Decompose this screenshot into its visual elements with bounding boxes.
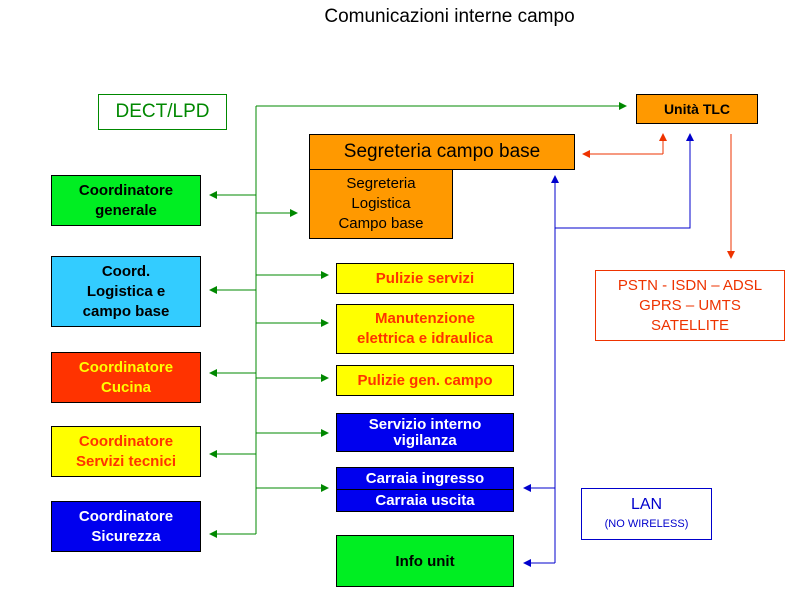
coordinator-label-line: Cucina xyxy=(100,378,151,396)
dect-lpd-box: DECT/LPD xyxy=(98,94,227,130)
unita-tlc-box: Unità TLC xyxy=(636,94,758,124)
coordinatore-cucina-box: Coordinatore Cucina xyxy=(51,352,201,403)
pulizie-servizi-box: Pulizie servizi xyxy=(336,263,514,294)
coordinator-label-line: Coordinatore xyxy=(78,358,174,376)
segreteria-sub-line: Logistica xyxy=(351,195,411,212)
vigilanza-label-line: Servizio interno xyxy=(368,415,482,433)
segreteria-sub-line: Segreteria xyxy=(346,175,416,192)
coordinator-label-line: generale xyxy=(95,201,157,219)
segreteria-campo-base-label: Segreteria campo base xyxy=(343,141,541,162)
lan-label: LAN xyxy=(630,496,663,513)
external-network-line: SATELLITE xyxy=(650,316,730,334)
manutenzione-label-line: elettrica e idraulica xyxy=(357,330,493,347)
pulizie-servizi-label: Pulizie servizi xyxy=(375,270,475,287)
coordinator-label-line: Coordinatore xyxy=(78,507,174,525)
blue-link-to-unita-tlc xyxy=(554,133,694,563)
segreteria-campo-base-box: Segreteria campo base xyxy=(309,134,575,170)
coordinator-label-line: Logistica e xyxy=(86,282,166,300)
diagram-title: Comunicazioni interne campo xyxy=(324,6,575,27)
coordinatore-servizi-tecnici-box: Coordinatore Servizi tecnici xyxy=(51,426,201,477)
carraia-uscita-box: Carraia uscita xyxy=(336,489,514,512)
info-unit-label: Info unit xyxy=(395,552,455,570)
servizio-vigilanza-box: Servizio interno vigilanza xyxy=(336,413,514,452)
coordinatore-generale-box: Coordinatore generale xyxy=(51,175,201,226)
coordinator-label-line: campo base xyxy=(82,302,170,320)
carraia-ingresso-label: Carraia ingresso xyxy=(365,470,485,487)
coord-logistica-box: Coord. Logistica e campo base xyxy=(51,256,201,327)
carraia-ingresso-box: Carraia ingresso xyxy=(336,467,514,490)
coordinator-label-line: Coordinatore xyxy=(78,181,174,199)
coordinator-label-line: Coordinatore xyxy=(78,432,174,450)
lan-note: (NO WIRELESS) xyxy=(604,518,689,530)
external-network-line: GPRS – UMTS xyxy=(639,296,741,314)
segreteria-sub-line: Campo base xyxy=(338,215,424,232)
segreteria-logistica-box: Segreteria Logistica Campo base xyxy=(309,169,453,239)
coordinator-label-line: Sicurezza xyxy=(91,527,161,545)
info-unit-box: Info unit xyxy=(336,535,514,587)
vigilanza-label-line: vigilanza xyxy=(393,431,457,449)
lan-box: LAN (NO WIRELESS) xyxy=(581,488,712,540)
coordinator-label-line: Servizi tecnici xyxy=(75,452,177,470)
coordinatore-sicurezza-box: Coordinatore Sicurezza xyxy=(51,501,201,552)
unita-tlc-label: Unità TLC xyxy=(663,101,731,117)
carraia-uscita-label: Carraia uscita xyxy=(375,492,475,509)
manutenzione-label-line: Manutenzione xyxy=(375,310,475,327)
manutenzione-box: Manutenzione elettrica e idraulica xyxy=(336,304,514,354)
pulizie-gen-campo-box: Pulizie gen. campo xyxy=(336,365,514,396)
external-networks-box: PSTN - ISDN – ADSL GPRS – UMTS SATELLITE xyxy=(595,270,785,341)
coordinator-label-line: Coord. xyxy=(101,262,151,280)
dect-lpd-label: DECT/LPD xyxy=(115,101,210,122)
external-network-line: PSTN - ISDN – ADSL xyxy=(617,276,763,294)
pulizie-gen-campo-label: Pulizie gen. campo xyxy=(357,372,493,389)
